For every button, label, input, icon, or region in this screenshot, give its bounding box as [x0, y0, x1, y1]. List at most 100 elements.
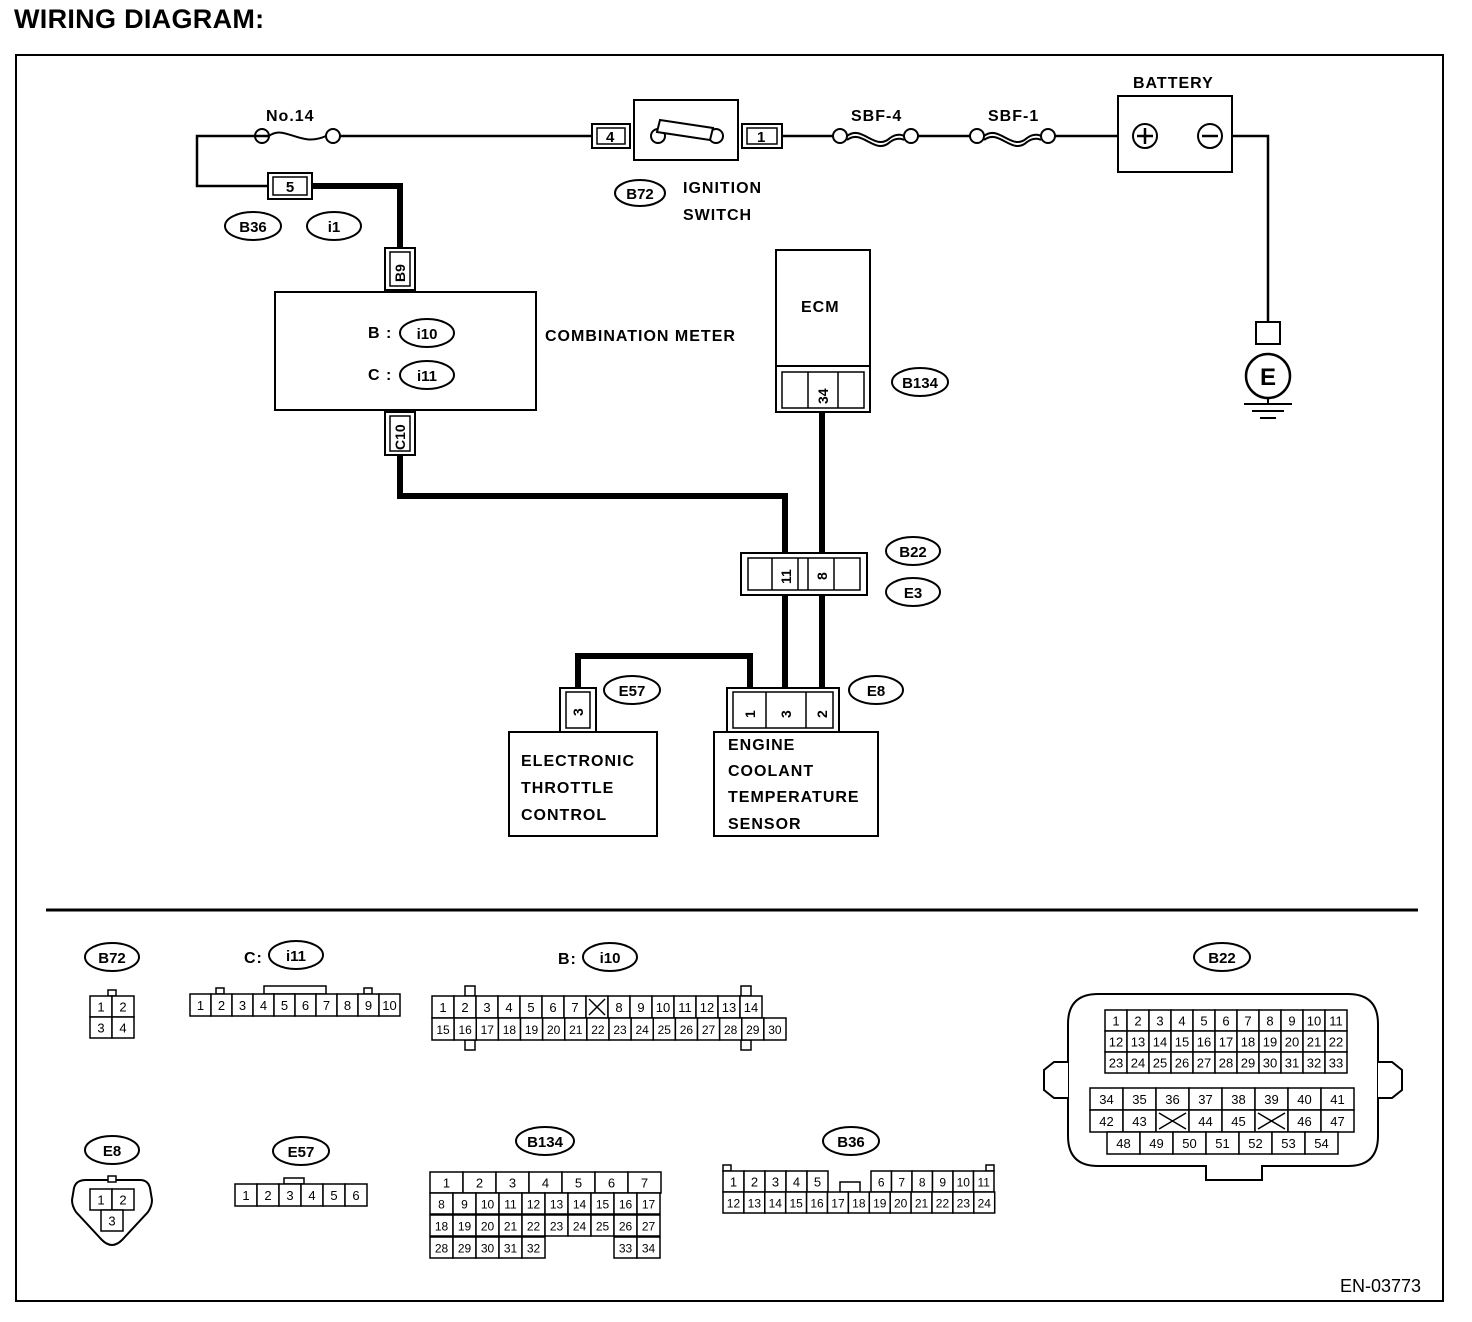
b134-pin-label: 1 — [443, 1176, 450, 1191]
b9-pin: B9 — [392, 264, 408, 282]
combination-meter-box — [274, 291, 537, 411]
b22-pin-label: 48 — [1116, 1136, 1130, 1151]
b22-pin-label: 46 — [1297, 1114, 1311, 1129]
ect-label-4: SENSOR — [728, 816, 802, 833]
b36-pin-label: 12 — [727, 1197, 741, 1211]
b36-pin-label: 23 — [957, 1197, 971, 1211]
b134-pin-label: 20 — [481, 1220, 495, 1234]
i11-pin-label: 7 — [323, 998, 330, 1013]
b22-pin-label: 30 — [1263, 1056, 1277, 1071]
b22-cell — [1324, 1051, 1348, 1074]
thick-wires — [312, 183, 825, 688]
b134-pin-label: 15 — [596, 1198, 610, 1212]
b22-pin-label: 7 — [1244, 1014, 1251, 1029]
b22-pin-label: 52 — [1248, 1136, 1262, 1151]
b22-pin-label: 50 — [1182, 1136, 1196, 1151]
e3-oval — [885, 577, 941, 607]
b22-pin-label: 32 — [1307, 1056, 1321, 1071]
b22-pin-label: 14 — [1153, 1035, 1167, 1050]
e57-pin-label: 3 — [286, 1188, 293, 1203]
b36-pin-label: 18 — [852, 1197, 866, 1211]
e57-label: E57 — [619, 683, 646, 700]
b36-pin-label: 13 — [748, 1197, 762, 1211]
b134-pin-label: 25 — [596, 1220, 610, 1234]
b22-pin-label: 21 — [1307, 1035, 1321, 1050]
i11-pin-label: 4 — [260, 998, 267, 1013]
pinout-e8-label: E8 — [103, 1143, 121, 1160]
b36-pin-label: 5 — [814, 1175, 821, 1190]
etc-label-1: ELECTRONIC — [521, 753, 635, 770]
b36-pin-label: 19 — [873, 1197, 887, 1211]
b22-pin-label: 26 — [1175, 1056, 1189, 1071]
b22-pin-label: 18 — [1241, 1035, 1255, 1050]
i11-pin-label: 2 — [218, 998, 225, 1013]
i11-pin-label: 9 — [365, 998, 372, 1013]
b22-pin-label: 39 — [1264, 1092, 1278, 1107]
i10-pin-label: 3 — [483, 1000, 490, 1015]
b22-cell — [1304, 1131, 1339, 1155]
e8-pin-label: 1 — [97, 1193, 104, 1208]
b134-pin-label: 22 — [527, 1220, 541, 1234]
b134-pin-label: 31 — [504, 1242, 518, 1256]
i10-label: i10 — [417, 326, 438, 343]
i11-oval — [399, 360, 455, 390]
b22-pin-label: 2 — [1134, 1014, 1141, 1029]
b22-pin-label: 43 — [1132, 1114, 1146, 1129]
i10-pin-label: 18 — [503, 1023, 517, 1037]
e57-pin-label: 2 — [264, 1188, 271, 1203]
page-title: WIRING DIAGRAM: — [14, 4, 265, 34]
b134-pin-label: 6 — [608, 1176, 615, 1191]
ecm-pin34: 34 — [815, 388, 831, 404]
b36-pin-label: 8 — [919, 1176, 926, 1190]
pinout-i10-prefix: B: — [558, 951, 577, 968]
b36-pin-label: 22 — [936, 1197, 950, 1211]
b22-pin-label: 17 — [1219, 1035, 1233, 1050]
b134-cell — [636, 1236, 661, 1259]
b134-pin-label: 5 — [575, 1176, 582, 1191]
b134-pin-label: 3 — [509, 1176, 516, 1191]
b134-pin-label: 30 — [481, 1242, 495, 1256]
i10-pin-label: 28 — [724, 1023, 738, 1037]
b22-pin-label: 15 — [1175, 1035, 1189, 1050]
ground-connector — [1255, 321, 1281, 345]
ecm-connector — [775, 365, 871, 413]
b36-pin-label: 6 — [878, 1176, 885, 1190]
e8-label: E8 — [867, 683, 885, 700]
thin-wires — [195, 134, 1270, 322]
b36-pin-label: 3 — [772, 1175, 779, 1190]
b72-pin-label: 3 — [97, 1021, 104, 1036]
pinout-i10-label: i10 — [600, 950, 621, 967]
b134-pin-label: 8 — [438, 1198, 445, 1212]
b72-pin-label: 4 — [119, 1021, 126, 1036]
b36-pin-label: 14 — [769, 1197, 783, 1211]
b134-pin-label: 13 — [550, 1198, 564, 1212]
ect-label-2: COOLANT — [728, 763, 814, 780]
b134-pin-label: 19 — [458, 1220, 472, 1234]
e3-label: E3 — [904, 585, 922, 602]
ground-label: E — [1260, 364, 1276, 391]
b36-pin-label: 2 — [751, 1175, 758, 1190]
b134-pin-label: 10 — [481, 1198, 495, 1212]
switch-lever — [655, 118, 715, 142]
ignition-switch-label-2: SWITCH — [683, 207, 752, 224]
i11-pin-label: 6 — [302, 998, 309, 1013]
i10-pin-label: 22 — [591, 1023, 605, 1037]
i10-pin-label: 24 — [636, 1023, 650, 1037]
b36-pin-label: 4 — [793, 1175, 800, 1190]
b22-pin-label: 19 — [1263, 1035, 1277, 1050]
b134-label: B134 — [902, 375, 939, 392]
ect-label-1: ENGINE — [728, 737, 795, 754]
pinout-e57-label: E57 — [288, 1144, 315, 1161]
b36-pin-label: 7 — [898, 1176, 905, 1190]
b22-blank-pin — [1158, 1112, 1187, 1130]
i11-pin-label: 8 — [344, 998, 351, 1013]
i10-pin-label: 19 — [525, 1023, 539, 1037]
e8-pin2: 2 — [814, 710, 830, 718]
pinout-b134-label: B134 — [527, 1134, 564, 1151]
b134-pin-label: 11 — [504, 1198, 517, 1212]
